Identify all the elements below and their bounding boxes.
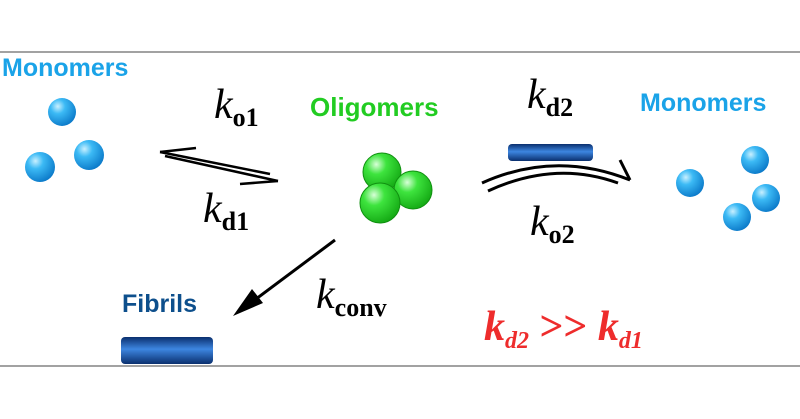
rate-ko2: ko2	[530, 199, 575, 249]
oligomer-cluster	[359, 152, 433, 224]
rate-kconv: kconv	[316, 272, 387, 322]
fibrils-label: Fibrils	[122, 290, 197, 318]
oligomers-label: Oligomers	[310, 92, 439, 122]
rate-ko1: ko1	[214, 82, 259, 132]
monomer-right-1	[741, 146, 769, 174]
monomer-right-3	[752, 184, 780, 212]
rate-relation: kd2 >> kd1	[484, 304, 643, 354]
monomer-left-3	[25, 152, 55, 182]
monomers-left-label: Monomers	[2, 54, 128, 82]
monomers-right-label: Monomers	[640, 89, 766, 117]
fibril-rod-top	[508, 144, 593, 161]
monomer-right-2	[676, 169, 704, 197]
conversion-arrow	[233, 238, 336, 316]
rate-kd1: kd1	[203, 186, 249, 236]
fibril-rod-bottom	[121, 337, 213, 364]
monomer-left-1	[48, 98, 76, 126]
monomer-left-2	[74, 140, 104, 170]
rate-kd2: kd2	[527, 72, 573, 122]
dissociation-curve-arrow	[481, 159, 632, 193]
equilibrium-arrows	[159, 146, 279, 186]
monomer-right-4	[723, 203, 751, 231]
